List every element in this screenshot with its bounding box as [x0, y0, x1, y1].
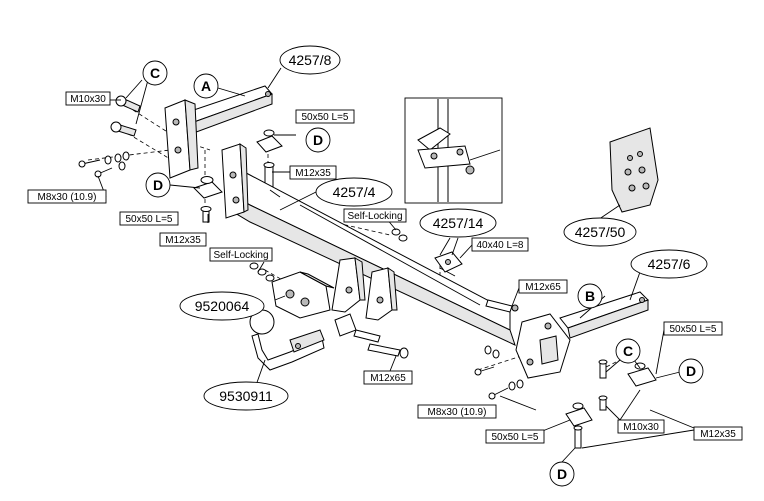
svg-text:50x50 L=5: 50x50 L=5: [126, 214, 173, 225]
svg-text:4257/4: 4257/4: [333, 184, 376, 200]
main-crossbeam-4257-4: [221, 143, 516, 346]
svg-text:9530911: 9530911: [219, 388, 273, 404]
svg-text:4257/50: 4257/50: [575, 224, 626, 240]
plates-right: [565, 359, 657, 449]
svg-text:M12x65: M12x65: [370, 373, 406, 384]
box-label-self-locking-center: Self-Locking: [343, 208, 407, 223]
svg-text:D: D: [686, 363, 696, 379]
svg-text:4257/8: 4257/8: [289, 52, 332, 68]
svg-text:D: D: [313, 132, 323, 148]
bolts-m12x65-bottom: [353, 329, 409, 359]
svg-text:50x50 L=5: 50x50 L=5: [670, 324, 717, 335]
oval-label-4257-14: 4257/14: [419, 208, 497, 238]
electrical-kit-4257-50: [609, 127, 659, 213]
box-label-50x50-bottom: 50x50 L=5: [485, 429, 545, 444]
oval-label-4257-4: 4257/4: [315, 177, 393, 207]
detail-inset: [404, 97, 503, 204]
letter-b-circle: B: [577, 283, 603, 309]
svg-text:Self-Locking: Self-Locking: [213, 250, 268, 261]
letter-a-circle: A: [193, 73, 219, 99]
oval-label-4257-6: 4257/6: [630, 249, 708, 279]
bolts-m10x30-left: [110, 95, 141, 137]
svg-text:M12x65: M12x65: [525, 282, 561, 293]
svg-text:D: D: [557, 466, 567, 482]
svg-text:M10x30: M10x30: [70, 94, 106, 105]
svg-text:D: D: [153, 177, 163, 193]
ball-mount-9520064: [271, 271, 335, 319]
box-label-m10x30-left: M10x30: [65, 91, 111, 106]
plates-left: [193, 129, 283, 223]
svg-text:50x50 L=5: 50x50 L=5: [492, 432, 539, 443]
oval-label-4257-8: 4257/8: [279, 45, 341, 75]
oval-label-4257-50: 4257/50: [563, 217, 637, 247]
svg-text:40x40 L=8: 40x40 L=8: [477, 240, 524, 251]
box-label-m12x65-right: M12x65: [518, 279, 568, 294]
svg-text:M12x35: M12x35: [165, 235, 201, 246]
box-label-m8x30-left: M8x30 (10.9): [27, 189, 107, 204]
svg-text:4257/6: 4257/6: [648, 256, 691, 272]
letter-d-circle-top: D: [305, 127, 331, 153]
self-locking-nuts: [249, 228, 408, 282]
box-label-m12x35-top: M12x35: [289, 165, 337, 180]
bolts-m8x30-left: [78, 151, 130, 178]
svg-text:Self-Locking: Self-Locking: [347, 211, 402, 222]
oval-label-9520064: 9520064: [179, 291, 265, 321]
svg-text:B: B: [585, 288, 595, 304]
svg-text:9520064: 9520064: [195, 298, 250, 314]
left-side-bracket-4257-8: [164, 85, 273, 179]
tow-ball-9530911: [249, 309, 325, 371]
bolt-m12x65-right: [485, 299, 519, 313]
box-label-50x50-left-bottom: 50x50 L=5: [119, 211, 179, 226]
svg-text:A: A: [201, 78, 211, 94]
letter-d-circle-right: D: [678, 358, 704, 384]
svg-text:M10x30: M10x30: [623, 422, 659, 433]
letter-c-circle-top: C: [142, 60, 168, 86]
center-plate-40x40: [434, 251, 463, 273]
letter-c-circle-right: C: [615, 338, 641, 364]
box-label-50x50-left-top: 50x50 L=5: [295, 109, 355, 124]
svg-text:M8x30 (10.9): M8x30 (10.9): [428, 407, 487, 418]
letter-d-circle-bottom: D: [549, 461, 575, 487]
svg-text:50x50 L=5: 50x50 L=5: [302, 112, 349, 123]
svg-text:M12x35: M12x35: [700, 429, 736, 440]
svg-text:M8x30 (10.9): M8x30 (10.9): [38, 192, 97, 203]
svg-text:4257/14: 4257/14: [433, 215, 484, 231]
svg-text:C: C: [623, 343, 633, 359]
box-label-m8x30-bottom: M8x30 (10.9): [417, 404, 497, 419]
svg-text:M12x35: M12x35: [295, 168, 331, 179]
bolts-m8x30-bottom: [474, 345, 524, 400]
svg-text:C: C: [150, 65, 160, 81]
box-label-40x40: 40x40 L=8: [471, 237, 529, 252]
box-label-m12x65-bottom: M12x65: [363, 370, 413, 385]
box-label-m10x30-bottom: M10x30: [617, 419, 665, 434]
letter-d-circle-left: D: [145, 172, 171, 198]
box-label-50x50-right: 50x50 L=5: [663, 321, 723, 336]
box-label-m12x35-left: M12x35: [159, 232, 207, 247]
oval-label-9530911: 9530911: [203, 381, 289, 411]
right-side-bracket-4257-6: [515, 291, 649, 379]
box-label-m12x35-bottom: M12x35: [693, 426, 743, 441]
box-label-self-locking-left: Self-Locking: [209, 247, 273, 262]
